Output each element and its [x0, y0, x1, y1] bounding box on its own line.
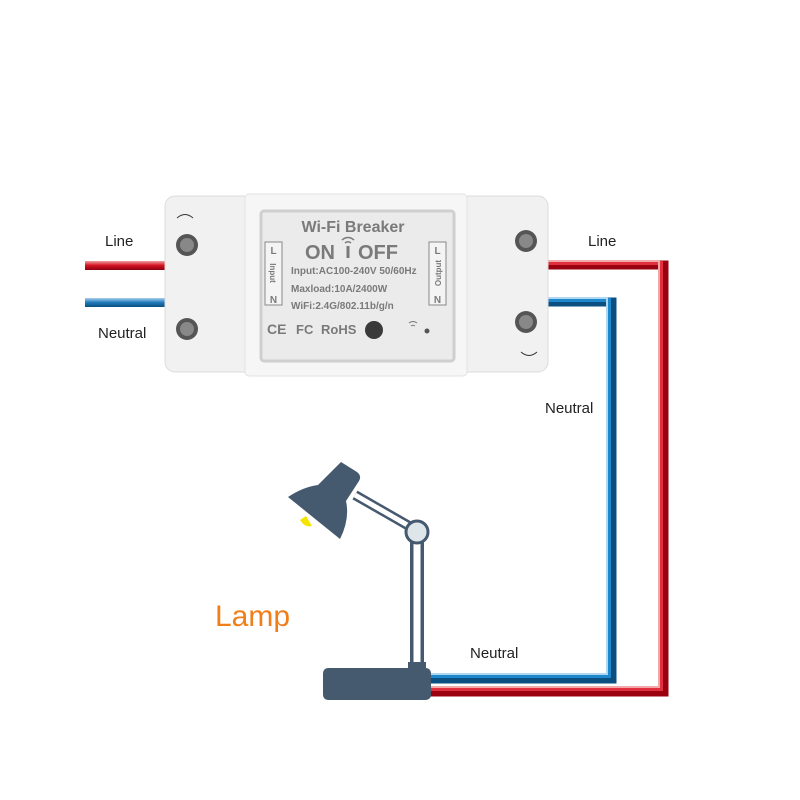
- output-l: L: [434, 246, 440, 257]
- neutral-label-right: Neutral: [545, 400, 593, 417]
- status-led: [424, 328, 430, 334]
- neutral-label-left: Neutral: [98, 325, 146, 342]
- neutral-label-bottom: Neutral: [470, 645, 518, 662]
- line-wire-right: [428, 260, 669, 697]
- lamp-label: Lamp: [215, 600, 290, 633]
- line-label-right: Line: [588, 233, 616, 250]
- neutral-wire-left: [85, 298, 170, 307]
- maxload-spec: Maxload:10A/2400W: [291, 284, 388, 295]
- ce-mark: CE: [267, 321, 286, 337]
- pair-button[interactable]: [365, 321, 383, 339]
- terminal-screw: [515, 311, 537, 333]
- fc-mark: FC: [296, 322, 314, 337]
- input-n: N: [270, 295, 277, 306]
- wifi-status-icon: [408, 321, 418, 327]
- output-label: Output: [434, 260, 443, 287]
- off-label: OFF: [358, 242, 398, 264]
- terminal-screw: [176, 234, 198, 256]
- rohs-mark: RoHS: [321, 322, 357, 337]
- line-wire-left: [85, 261, 170, 270]
- wifi-spec: WiFi:2.4G/802.11b/g/n: [291, 301, 394, 312]
- wifi-breaker-device: L N Input L N Output Wi-Fi Breaker ON OF…: [164, 193, 549, 377]
- device-title: Wi-Fi Breaker: [302, 219, 405, 236]
- input-label: Input: [268, 263, 277, 283]
- output-n: N: [434, 295, 441, 306]
- terminal-screw: [176, 318, 198, 340]
- input-l: L: [270, 246, 276, 257]
- line-label-left: Line: [105, 233, 133, 250]
- input-spec: Input:AC100-240V 50/60Hz: [291, 266, 417, 277]
- terminal-screw: [515, 230, 537, 252]
- neutral-wire-right: [428, 297, 617, 684]
- wifi-icon: [341, 236, 355, 258]
- on-label: ON: [305, 242, 335, 264]
- lamp-icon: [288, 462, 431, 700]
